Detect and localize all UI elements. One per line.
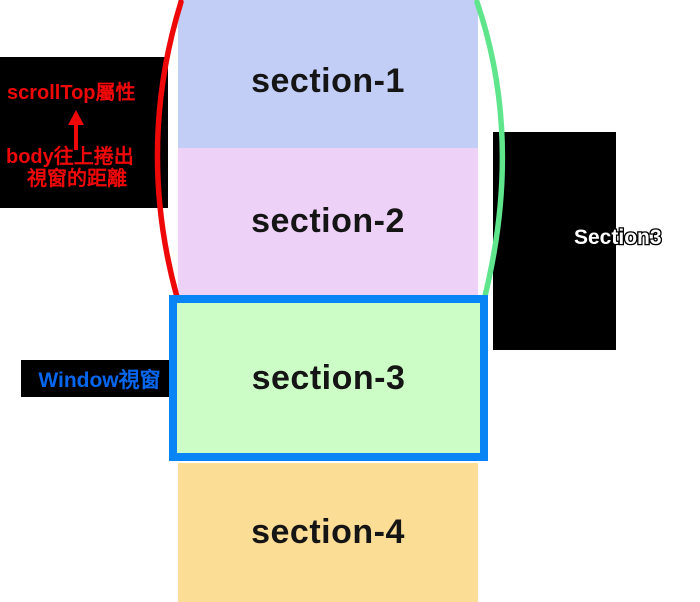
section3-highlight-box <box>493 132 616 350</box>
scrolltop-annotation-box <box>0 57 168 208</box>
section-2-label: section-2 <box>251 201 405 240</box>
section-3-label: section-3 <box>251 358 406 397</box>
section3-tag-label: Section3 <box>573 225 663 251</box>
window-annotation-box: Window視窗 <box>21 360 178 397</box>
window-label: Window視窗 <box>38 368 161 392</box>
scrolltop-desc-line1: body往上捲出 <box>6 146 134 168</box>
section-1-label: section-1 <box>251 61 405 100</box>
scrolltop-desc-line2: 視窗的距離 <box>27 168 127 190</box>
section-4-label: section-4 <box>251 513 405 551</box>
window-viewport-box: section-3 <box>169 295 488 461</box>
section-1-block: section-1 <box>178 0 478 148</box>
section-4-block: section-4 <box>178 463 478 602</box>
scrolltop-property-label: scrollTop屬性 <box>7 82 136 104</box>
section-2-block: section-2 <box>178 148 478 300</box>
